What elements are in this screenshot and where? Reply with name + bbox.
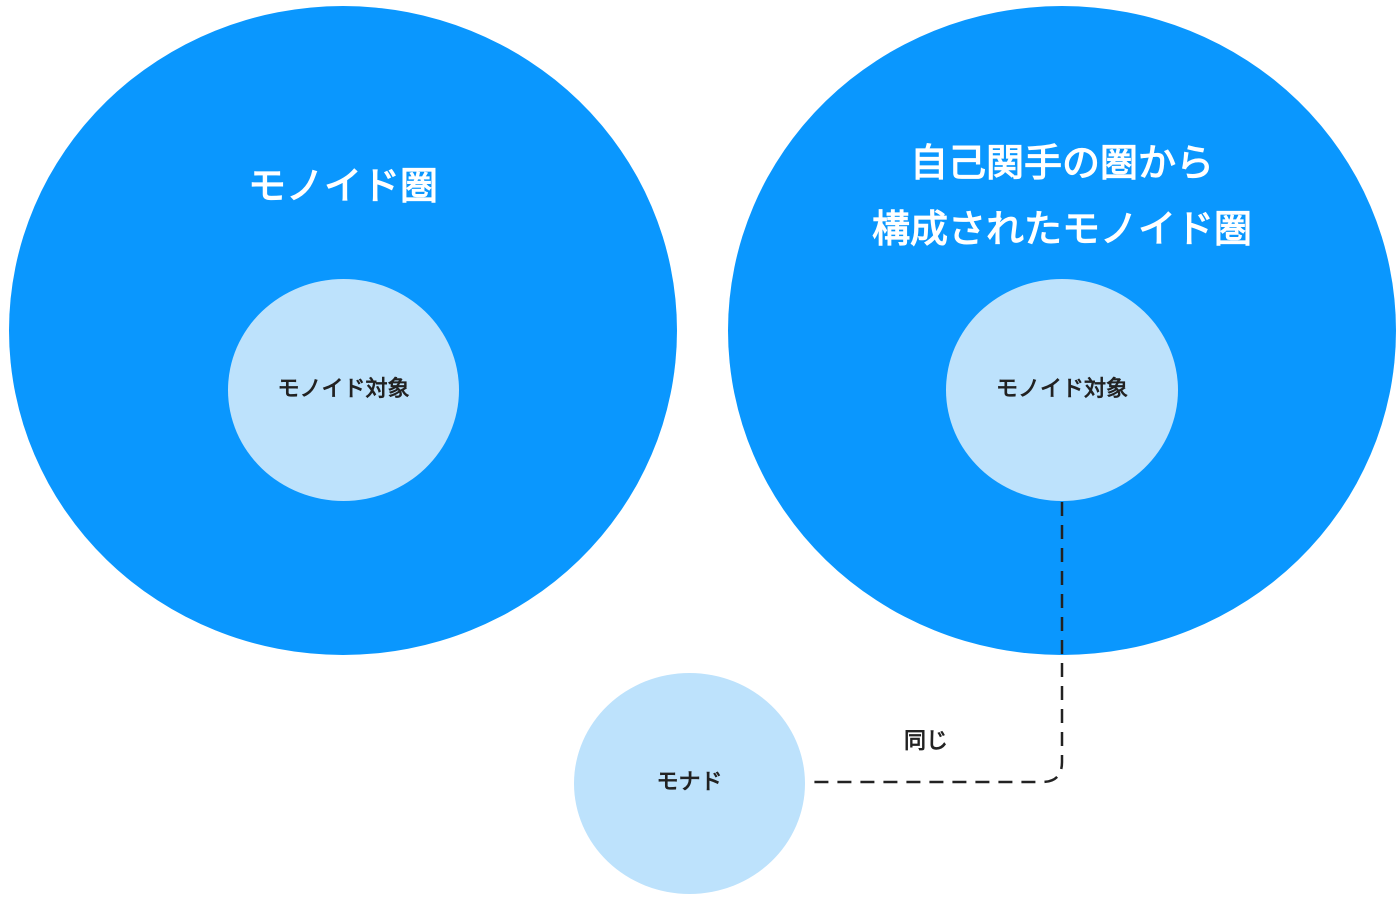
left-inner-label: モノイド対象 [277, 377, 410, 402]
monoid-object-left [228, 279, 459, 501]
monoid-object-right [946, 279, 1178, 501]
right-region-title-line1: 自己関手の圏から [909, 141, 1214, 185]
right-inner-label: モノイド対象 [995, 377, 1128, 402]
left-region-title: モノイド圏 [247, 164, 438, 208]
monad-label: モナド [656, 770, 723, 795]
monad-node [574, 673, 805, 894]
relation-label: 同じ [903, 729, 948, 754]
dashed-connector-line [806, 502, 1064, 784]
right-region-title-line2: 構成されたモノイド圏 [871, 207, 1252, 251]
